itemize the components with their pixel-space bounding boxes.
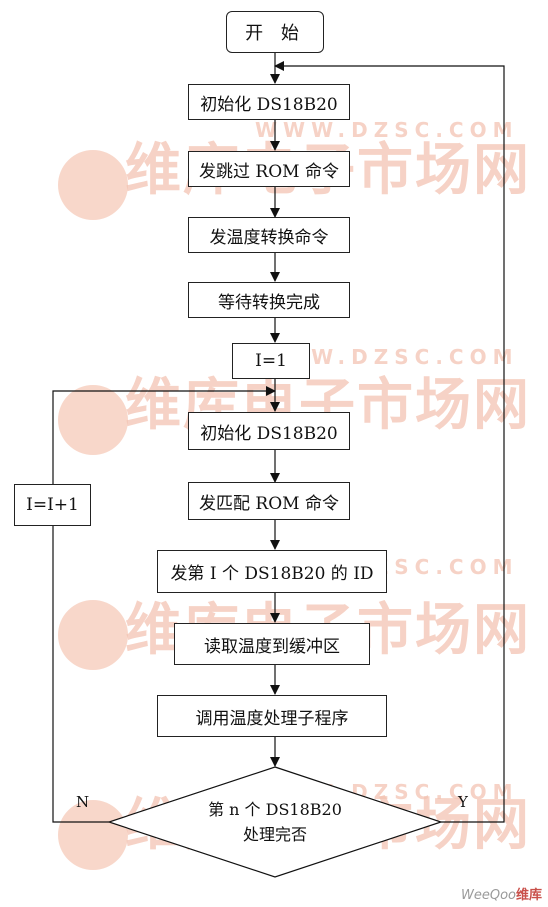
convert-temp-box: 发温度转换命令 [188, 217, 350, 253]
watermark-url-1: WWW.DZSC.COM [255, 118, 519, 142]
brand-logo: WeeQoo维库 [461, 884, 542, 903]
decision-text: 第 n 个 DS18B20 处理完否 [175, 797, 375, 847]
watermark-logo-1 [58, 150, 128, 220]
read-temp-box: 读取温度到缓冲区 [174, 623, 370, 665]
brand-suffix: 维库 [515, 888, 542, 903]
send-id-box: 发第 I 个 DS18B20 的 ID [157, 550, 387, 593]
decision-line-1: 第 n 个 DS18B20 [208, 800, 342, 819]
i-equals-1-box: I=1 [232, 343, 310, 379]
skip-rom-box: 发跳过 ROM 命令 [188, 151, 350, 187]
process-sub-box: 调用温度处理子程序 [157, 695, 387, 737]
increment-i-box: I=I+1 [14, 484, 91, 526]
watermark-logo-2 [58, 385, 128, 455]
match-rom-box: 发匹配 ROM 命令 [188, 482, 350, 520]
init-ds18b20-box-2: 初始化 DS18B20 [188, 412, 350, 450]
brand-prefix: WeeQoo [460, 888, 516, 903]
yes-label: Y [458, 793, 468, 811]
decision-line-2: 处理完否 [242, 825, 307, 844]
init-ds18b20-box: 初始化 DS18B20 [188, 84, 350, 120]
start-node: 开 始 [226, 11, 324, 53]
watermark-logo-4 [58, 800, 128, 870]
wait-convert-box: 等待转换完成 [188, 282, 350, 318]
watermark-logo-3 [58, 600, 128, 670]
no-label: N [76, 793, 90, 811]
